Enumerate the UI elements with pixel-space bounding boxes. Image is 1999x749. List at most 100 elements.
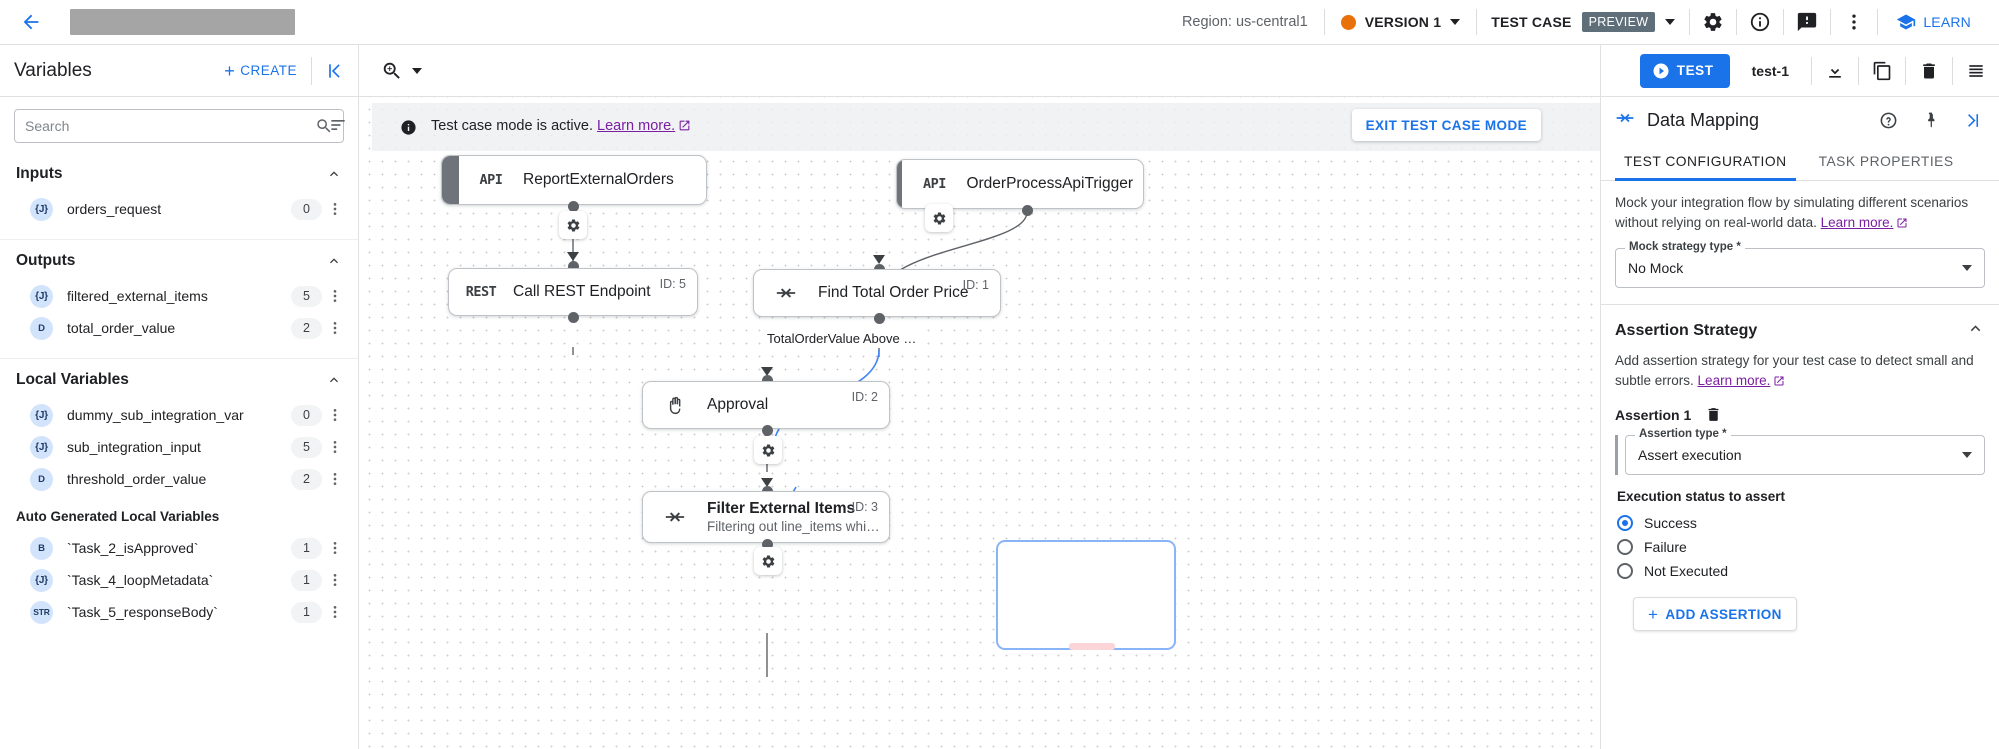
info-icon[interactable] bbox=[1737, 0, 1783, 45]
top-bar: Region: us-central1 VERSION 1 TEST CASE … bbox=[0, 0, 1999, 45]
feedback-icon[interactable] bbox=[1784, 0, 1830, 45]
assertion-strategy-header[interactable]: Assertion Strategy bbox=[1601, 305, 1999, 343]
back-arrow-icon[interactable] bbox=[14, 5, 48, 39]
node-output-port[interactable] bbox=[762, 539, 773, 550]
variable-row[interactable]: D threshold_order_value 2 bbox=[0, 463, 358, 495]
canvas-toolbar bbox=[359, 45, 1600, 96]
node-icon-api: API bbox=[459, 172, 523, 188]
run-test-button[interactable]: TEST bbox=[1639, 53, 1730, 88]
more-vert-icon[interactable] bbox=[322, 540, 348, 556]
node-output-port[interactable] bbox=[762, 425, 773, 436]
trash-icon[interactable] bbox=[1705, 406, 1722, 423]
more-vert-icon[interactable] bbox=[322, 471, 348, 487]
group-header-local-variables[interactable]: Local Variables bbox=[0, 359, 358, 399]
edge-settings-gear-icon[interactable] bbox=[754, 436, 782, 464]
edge-settings-gear-icon[interactable] bbox=[559, 211, 587, 239]
flow-node-approval[interactable]: Approval ID: 2 bbox=[642, 381, 890, 429]
radio-option-not-executed[interactable]: Not Executed bbox=[1617, 559, 1985, 583]
variable-row[interactable]: B `Task_2_isApproved` 1 bbox=[0, 532, 358, 564]
add-assertion-button[interactable]: + ADD ASSERTION bbox=[1633, 597, 1797, 632]
tab-test-configuration[interactable]: TEST CONFIGURATION bbox=[1615, 143, 1796, 181]
divider bbox=[1783, 9, 1785, 35]
variable-type-badge: {J} bbox=[30, 197, 53, 221]
chevron-down-icon bbox=[1450, 19, 1461, 25]
external-link-icon[interactable] bbox=[1896, 215, 1908, 235]
external-link-icon[interactable] bbox=[1773, 373, 1785, 393]
variable-count: 1 bbox=[291, 601, 322, 623]
test-case-selector[interactable]: TEST CASE PREVIEW bbox=[1477, 12, 1689, 32]
more-vert-icon[interactable] bbox=[322, 320, 348, 336]
delete-icon[interactable] bbox=[1906, 45, 1952, 97]
variable-row[interactable]: D total_order_value 2 bbox=[0, 312, 358, 344]
download-icon[interactable] bbox=[1812, 45, 1858, 97]
radio-button[interactable] bbox=[1617, 539, 1633, 556]
variable-row[interactable]: {J} `Task_4_loopMetadata` 1 bbox=[0, 564, 358, 596]
data-mapping-icon bbox=[1615, 108, 1635, 133]
assertion-learn-more-link[interactable]: Learn more. bbox=[1697, 372, 1771, 388]
mock-strategy-section: Mock your integration flow by simulating… bbox=[1601, 181, 1999, 289]
search-icon bbox=[317, 119, 331, 133]
more-vert-icon[interactable] bbox=[322, 201, 348, 217]
variable-row[interactable]: {J} dummy_sub_integration_var 0 bbox=[0, 399, 358, 431]
info-icon bbox=[400, 119, 417, 136]
list-icon[interactable] bbox=[1953, 45, 1999, 97]
group-header-outputs[interactable]: Outputs bbox=[0, 240, 358, 280]
collapse-left-icon[interactable] bbox=[312, 61, 358, 81]
divider bbox=[1689, 9, 1691, 35]
flow-canvas[interactable]: Test case mode is active. Learn more. EX… bbox=[359, 97, 1600, 749]
create-variable-button[interactable]: + CREATE bbox=[224, 62, 311, 80]
help-icon[interactable] bbox=[1873, 104, 1903, 136]
variables-group-inputs: Inputs {J} orders_request 0 bbox=[0, 153, 358, 240]
flow-node-pending-selected[interactable] bbox=[996, 540, 1176, 650]
variable-row[interactable]: {J} orders_request 0 bbox=[0, 193, 358, 225]
version-selector[interactable]: VERSION 1 bbox=[1325, 14, 1477, 30]
search-box[interactable] bbox=[14, 109, 344, 143]
tab-task-properties[interactable]: TASK PROPERTIES bbox=[1818, 154, 1954, 169]
collapse-right-icon[interactable] bbox=[1957, 104, 1987, 136]
variable-row[interactable]: STR `Task_5_responseBody` 1 bbox=[0, 596, 358, 628]
more-vert-icon[interactable] bbox=[322, 604, 348, 620]
flow-node-order-process-api-trigger[interactable]: API OrderProcessApiTrigger bbox=[896, 159, 1144, 209]
radio-button[interactable] bbox=[1617, 515, 1633, 532]
search-input[interactable] bbox=[25, 118, 307, 134]
flow-node-find-total-order-price[interactable]: Find Total Order Price ID: 1 bbox=[753, 269, 1001, 317]
node-output-port[interactable] bbox=[874, 313, 885, 324]
edge-settings-gear-icon[interactable] bbox=[925, 204, 953, 232]
mock-learn-more-link[interactable]: Learn more. bbox=[1820, 214, 1894, 230]
banner-learn-more-link[interactable]: Learn more. bbox=[597, 118, 676, 134]
pin-icon[interactable] bbox=[1915, 104, 1945, 136]
mock-strategy-type-select[interactable]: Mock strategy type * No Mock bbox=[1615, 241, 1985, 289]
more-vert-icon[interactable] bbox=[322, 439, 348, 455]
more-vert-icon[interactable] bbox=[322, 288, 348, 304]
variable-count: 2 bbox=[291, 468, 322, 490]
copy-icon[interactable] bbox=[1859, 45, 1905, 97]
more-vert-icon[interactable] bbox=[1831, 0, 1877, 45]
flow-node-filter-external-items[interactable]: Filter External Items Filtering out line… bbox=[642, 491, 890, 543]
banner-text: Test case mode is active. Learn more. bbox=[431, 118, 691, 136]
learn-button[interactable]: LEARN bbox=[1878, 12, 1985, 32]
edge-condition-label[interactable]: TotalOrderValue Above … bbox=[762, 329, 922, 348]
edge-settings-gear-icon[interactable] bbox=[754, 547, 782, 575]
node-output-port[interactable] bbox=[568, 312, 579, 323]
more-vert-icon[interactable] bbox=[322, 407, 348, 423]
radio-option-failure[interactable]: Failure bbox=[1617, 535, 1985, 559]
flow-node-call-rest-endpoint[interactable]: REST Call REST Endpoint ID: 5 bbox=[448, 268, 698, 316]
settings-gear-icon[interactable] bbox=[1690, 0, 1736, 45]
node-output-port[interactable] bbox=[568, 201, 579, 212]
flow-node-report-external-orders[interactable]: API ReportExternalOrders bbox=[441, 155, 707, 205]
more-vert-icon[interactable] bbox=[322, 572, 348, 588]
variable-row[interactable]: {J} sub_integration_input 5 bbox=[0, 431, 358, 463]
variable-row[interactable]: {J} filtered_external_items 5 bbox=[0, 280, 358, 312]
radio-option-success[interactable]: Success bbox=[1617, 511, 1985, 535]
group-header-inputs[interactable]: Inputs bbox=[0, 153, 358, 193]
zoom-control[interactable] bbox=[381, 60, 422, 82]
node-output-port[interactable] bbox=[1022, 205, 1033, 216]
radio-button[interactable] bbox=[1617, 563, 1633, 580]
external-link-icon[interactable] bbox=[678, 119, 691, 136]
sort-icon[interactable] bbox=[328, 115, 348, 140]
node-input-port[interactable] bbox=[762, 375, 773, 386]
test-case-name: test-1 bbox=[1751, 62, 1789, 79]
assertion-type-select[interactable]: Assertion type * Assert execution bbox=[1625, 428, 1985, 476]
node-input-port[interactable] bbox=[568, 261, 579, 272]
exit-test-case-mode-button[interactable]: EXIT TEST CASE MODE bbox=[1351, 109, 1541, 141]
